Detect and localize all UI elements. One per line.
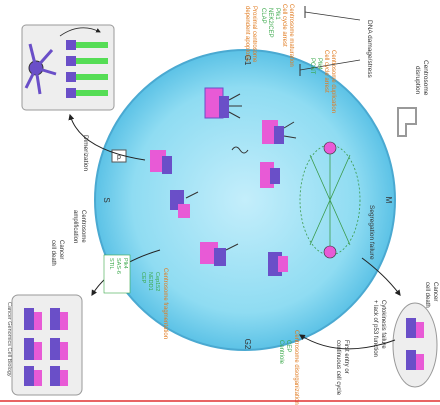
centrosome-group-lower-left [200, 242, 239, 266]
centrosome-group-left [150, 150, 199, 218]
gray-top-2: dependent apoptosis [244, 6, 250, 62]
caption: Cancer Genomics Cell Biology [6, 302, 12, 377]
cancer-cell-label-2: cell death [424, 282, 430, 308]
cancer-right-centriole-3 [406, 350, 416, 370]
orange-left-1: Centrosome fragmentation [162, 268, 168, 339]
cytokinesis-label-1: Cytokinesis failure [380, 300, 386, 349]
phase-label-left: S [102, 197, 111, 202]
phase-label-bottom: G2 [243, 339, 252, 350]
cancer-death-label-1: Cancer [58, 240, 64, 259]
first-entry-label-2: continuous cell cycle [335, 340, 341, 396]
segregation-arrow [361, 257, 401, 296]
dimerization-arrow [68, 113, 146, 161]
dna-damage-inhibit-2 [299, 59, 361, 71]
green-left2-1: Cep152 [154, 272, 160, 291]
amplified-centrosomes [24, 308, 68, 386]
orange-top-1: Centrosome maturation [288, 4, 294, 67]
centrosome-disruption-label-1: Centrosome [422, 60, 429, 96]
cancer-right-centriole-2 [416, 322, 424, 338]
centrosome-disruption-glyph [397, 107, 417, 137]
green-mid-1: Plk4 [316, 58, 322, 70]
cancer-cell-box [11, 294, 83, 396]
p-box-label: p [117, 154, 121, 161]
green-left-3: STIL [108, 258, 114, 270]
first-entry-arrow [298, 334, 396, 350]
dimerization-label: Dimerization [82, 135, 89, 172]
orange-mid-2: Cell cycle arrest [323, 50, 329, 93]
centrosome-amp-2: amplification [72, 210, 78, 243]
green-left2-2: NEDD1 [147, 272, 153, 291]
orange-top-2: Cell cycle arrest [281, 4, 287, 47]
green-bottom-1: CEP [285, 340, 291, 352]
cancer-death-label-2: cell death [50, 240, 56, 266]
green-left-2: SAS-6 [115, 258, 121, 274]
first-entry-label-1: First entry or [343, 340, 349, 374]
gray-top-1: Proximal centrosome [251, 6, 257, 63]
green-top-2: NEK2/CEP [267, 8, 273, 38]
green-left-box [103, 254, 131, 294]
orange-bottom-1: Centrosome disorganization [293, 330, 299, 405]
phase-label-right: M [384, 197, 393, 204]
mitotic-spindle [299, 141, 361, 259]
cancer-right-centriole-1 [406, 318, 416, 338]
orange-mid-1: Centrosome duplication [330, 50, 336, 113]
centrosome-group-center [231, 146, 280, 188]
centrosome-group-top-right [262, 120, 297, 144]
dna-damage-inhibit-1 [304, 11, 361, 21]
centriole-array [24, 27, 108, 98]
cancer-cell-label-1: Cancer [432, 282, 438, 301]
cytokinesis-label-2: + lack of p53 function [372, 300, 378, 357]
cell-circle [94, 49, 396, 351]
phase-label-top: G1 [243, 55, 252, 66]
dna-damage-label: DNA damage/stress [366, 20, 373, 79]
centrosome-group-lower-right [268, 252, 288, 276]
green-left-1: Plk4 [122, 258, 128, 269]
green-top-1: Plk1 [274, 8, 280, 20]
centrosome-amp-1: Centrosome [80, 210, 86, 243]
cancer-cell-right [392, 302, 438, 388]
green-top-3: CLAP [260, 8, 266, 24]
centrosome-disruption-label-2: disruption [414, 66, 421, 95]
green-mid-2: PCNT [309, 58, 315, 75]
centrosome-group-top-left [204, 87, 242, 119]
green-bottom-2: Centriole [278, 340, 284, 365]
green-left2-3: CEP [140, 272, 146, 284]
cancer-right-centriole-4 [416, 354, 424, 370]
segregation-label: Segregation failure [368, 205, 375, 260]
